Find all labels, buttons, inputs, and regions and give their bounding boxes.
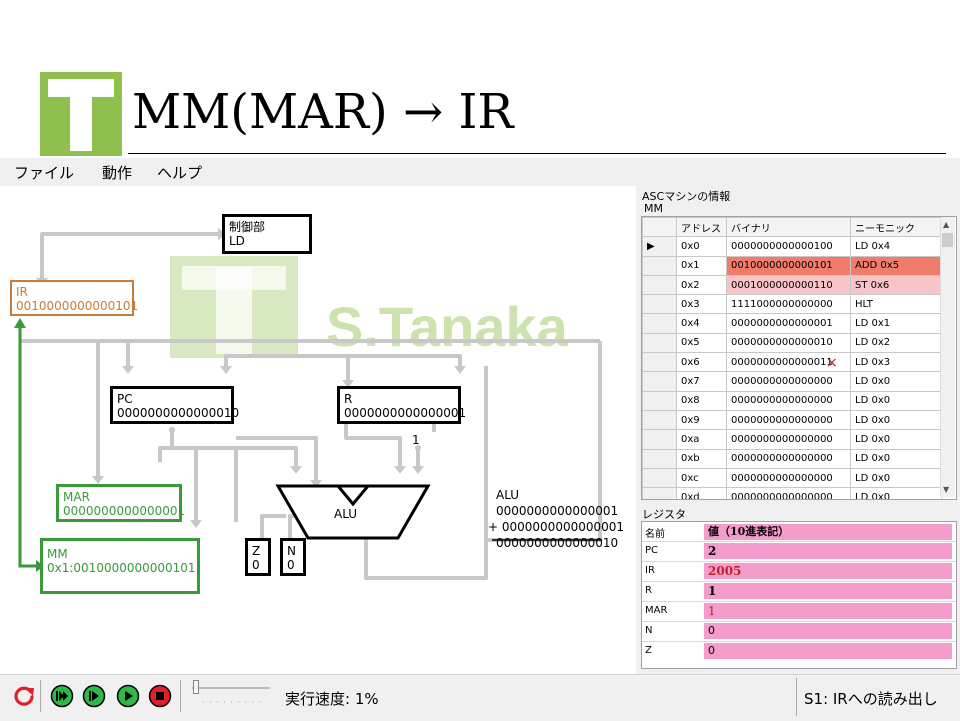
ir-box: IR 0010000000000101 <box>10 280 139 316</box>
mar-box: MAR 0000000000000001 <box>56 484 186 522</box>
slider-ticks: · · · · · · · · · <box>202 698 263 707</box>
menu-file[interactable]: ファイル <box>14 164 75 182</box>
z-flag-value: 0 <box>252 558 260 572</box>
alu-label: ALU <box>334 507 357 521</box>
col-mnemonic[interactable]: ニーモニック <box>850 217 943 238</box>
scroll-thumb[interactable] <box>942 233 953 247</box>
scroll-down-icon[interactable]: ▼ <box>943 485 950 494</box>
register-row-ir: IR 2005 <box>642 562 956 582</box>
pc-value: 0000000000000010 <box>117 406 240 420</box>
control-unit-value: LD <box>229 234 245 248</box>
register-table: 名前 値（10進表記） PC 2 IR 2005 R 1 MAR 1 N 0 Z… <box>641 521 957 669</box>
alu-calc-operand1: 0000000000000001 <box>496 504 619 518</box>
alu-calc-label: ALU <box>496 488 520 502</box>
speed-label: 実行速度: 1% <box>285 690 379 708</box>
r-value: 0000000000000001 <box>344 406 467 420</box>
status-divider <box>796 678 797 716</box>
ir-label: IR <box>16 285 28 299</box>
play-icon[interactable] <box>116 684 140 708</box>
cross-mark: × <box>826 355 838 371</box>
col-binary[interactable]: バイナリ <box>726 217 851 238</box>
slider-thumb[interactable] <box>192 680 199 694</box>
mm-box: MM 0x1:0010000000000101 <box>40 538 200 594</box>
slide-title: MM(MAR) → IR <box>132 84 514 140</box>
scroll-up-icon[interactable]: ▲ <box>943 220 950 229</box>
status-text: S1: IRへの読み出し <box>804 690 938 708</box>
datapath-wires: ALU 1 <box>14 228 602 580</box>
mar-label: MAR <box>63 490 90 504</box>
pc-box: PC 0000000000000010 <box>110 386 240 424</box>
menu-help[interactable]: ヘルプ <box>157 164 203 182</box>
register-value: 0 <box>704 643 952 659</box>
mm-group-label: MM <box>644 202 663 215</box>
alu-calculation: ALU 0000000000000001 + 0000000000000001 … <box>488 487 624 551</box>
register-value: 1 <box>704 603 952 619</box>
stop-icon[interactable] <box>148 684 172 708</box>
mm-value: 0x1:0010000000000101 <box>47 561 196 575</box>
alu-calc-operand2: + 0000000000000001 <box>488 520 625 534</box>
mm-table-scrollbar[interactable]: ▲ ▼ <box>940 217 955 497</box>
register-header: 名前 値（10進表記） <box>642 522 956 542</box>
n-flag-box: N 0 <box>280 538 306 576</box>
reset-icon[interactable] <box>12 684 36 708</box>
logo-t-icon <box>40 72 122 156</box>
pc-label: PC <box>117 392 133 406</box>
n-flag-label: N <box>287 544 296 558</box>
r-box: R 0000000000000001 <box>337 386 467 424</box>
n-flag-value: 0 <box>287 558 295 572</box>
z-flag-label: Z <box>252 544 261 558</box>
register-value: 1 <box>704 583 952 599</box>
register-value: 0 <box>704 623 952 639</box>
menu-action[interactable]: 動作 <box>102 164 133 182</box>
register-group-label: レジスタ <box>642 508 686 521</box>
mar-value: 0000000000000001 <box>63 504 186 518</box>
reg-col-name: 名前 <box>645 529 665 540</box>
toolbar-divider <box>40 680 41 712</box>
menu-bar: ファイル 動作 ヘルプ <box>0 158 960 186</box>
reg-col-value: 値（10進表記） <box>704 524 952 540</box>
control-unit-box: 制御部 LD <box>222 214 312 254</box>
ir-value: 0010000000000101 <box>16 299 139 313</box>
toolbar-divider <box>180 680 181 712</box>
register-row-mar: MAR 1 <box>642 602 956 622</box>
mm-label: MM <box>47 547 68 561</box>
register-value: 2 <box>704 543 952 559</box>
col-address[interactable]: アドレス <box>676 217 727 238</box>
register-value: 2005 <box>704 563 952 579</box>
speed-slider[interactable]: · · · · · · · · · <box>190 678 274 710</box>
ir-input-arrow-icon <box>14 318 26 328</box>
mm-table-header: アドレス バイナリ ニーモニック <box>642 217 943 238</box>
machine-info-title: ASCマシンの情報 <box>642 190 731 203</box>
step-icon[interactable] <box>82 684 106 708</box>
r-label: R <box>344 392 353 406</box>
register-row-n: N 0 <box>642 622 956 642</box>
alu-calc-result: 0000000000000010 <box>496 536 619 550</box>
fast-forward-icon[interactable] <box>50 684 74 708</box>
constant-one-label: 1 <box>412 433 420 447</box>
title-divider <box>128 153 946 154</box>
row-selector-icon: ▶ <box>642 236 677 257</box>
register-row-z: Z 0 <box>642 642 956 661</box>
z-flag-box: Z 0 <box>245 538 271 576</box>
control-unit-label: 制御部 <box>229 220 266 234</box>
watermark-name: S.Tanaka <box>326 295 569 358</box>
register-row-r: R 1 <box>642 582 956 602</box>
register-row-pc: PC 2 <box>642 542 956 562</box>
